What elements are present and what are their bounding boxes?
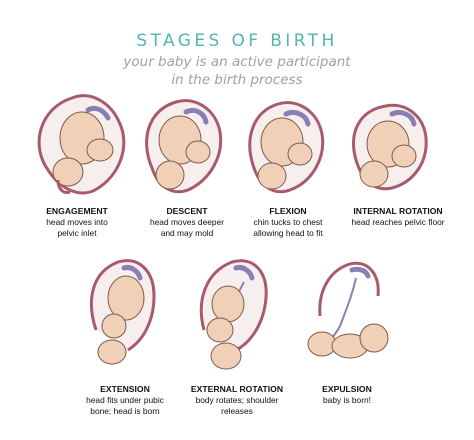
- stage-name-internal-rotation: INTERNAL ROTATION: [353, 206, 443, 216]
- stage-desc-expulsion: baby is born!: [323, 395, 371, 405]
- page-subtitle-line-2: in the birth process: [171, 72, 303, 88]
- stage-name-descent: DESCENT: [166, 206, 208, 216]
- stage-name-external-rotation: EXTERNAL ROTATION: [190, 384, 284, 394]
- stage-name-flexion: FLEXION: [269, 206, 307, 216]
- stage-name-expulsion: EXPULSION: [322, 384, 372, 394]
- stage-desc-internal-rotation: head reaches pelvic floor: [351, 217, 445, 227]
- page-title: STAGES OF BIRTH: [136, 31, 338, 51]
- page-subtitle-line-1: your baby is an active participant: [123, 54, 351, 70]
- stage-name-engagement: ENGAGEMENT: [46, 206, 108, 216]
- stage-name-extension: EXTENSION: [100, 384, 150, 394]
